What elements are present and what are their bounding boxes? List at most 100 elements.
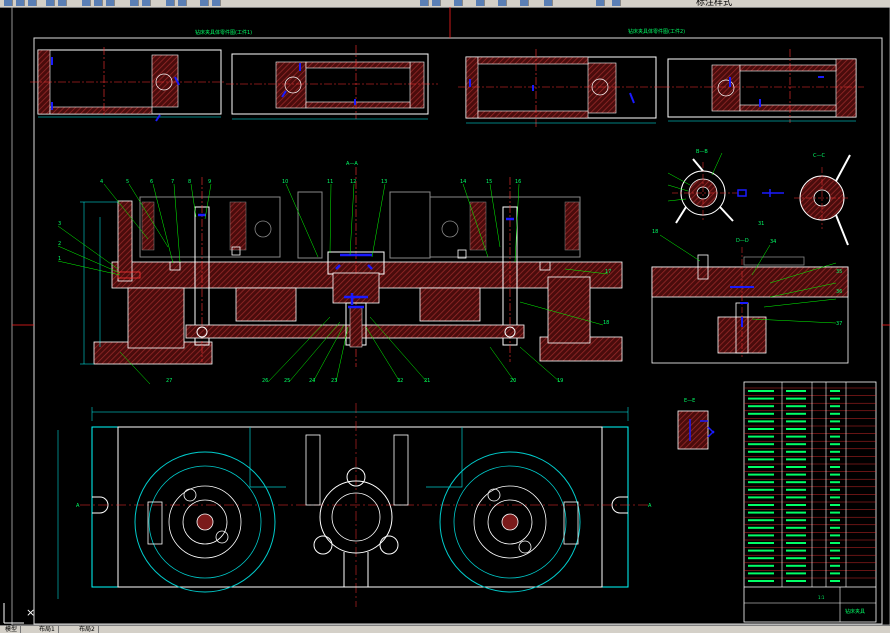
markup-icon[interactable] [498, 0, 507, 6]
title-block-entry [748, 557, 774, 560]
zoom-icon[interactable] [178, 0, 187, 6]
part-num-17: 17 [605, 269, 611, 275]
part-num-23: 23 [331, 378, 337, 384]
ucs-icon: × [3, 603, 35, 624]
title-block-entry [748, 534, 774, 537]
title-block-entry [748, 564, 774, 567]
title-block-entry [748, 405, 774, 408]
part-num-20: 20 [510, 378, 516, 384]
dim-style-label[interactable]: 标注样式 [696, 0, 733, 8]
plan-view: A A [57, 403, 652, 607]
title-block-entry [830, 519, 840, 522]
workpiece2-drawing: 钻床夹具体零件图(工件2) [458, 28, 864, 127]
title-block-entry [830, 450, 840, 453]
title-block-entry [830, 481, 840, 484]
section-aa-label: A—A [346, 161, 358, 167]
part-num-26: 26 [262, 378, 268, 384]
paste-icon[interactable] [106, 0, 115, 6]
part-num-7: 7 [171, 179, 174, 185]
layer-state-icon[interactable] [612, 0, 621, 6]
title-block-entry [786, 428, 806, 430]
tool-palette-icon[interactable] [454, 0, 463, 6]
zoom-previous-icon[interactable] [212, 0, 221, 6]
title-block-entry [830, 580, 840, 582]
assembly-front-section: A—A [57, 161, 623, 385]
title-block-entry [786, 496, 806, 499]
part-num-10: 10 [282, 179, 288, 185]
title-block-entry [786, 435, 806, 438]
open-icon[interactable] [16, 0, 25, 6]
part-num-34: 34 [770, 239, 776, 245]
calc-icon[interactable] [520, 0, 529, 6]
sheet-set-icon[interactable] [476, 0, 485, 6]
redo-icon[interactable] [142, 0, 151, 6]
title-block-entry [748, 519, 774, 522]
title-block-entry [830, 564, 840, 567]
part-num-9: 9 [208, 179, 211, 185]
detail-views: B—B C—C 31 D—D 18 34 35 36 37 E—E [651, 149, 851, 450]
part-num-14: 14 [460, 179, 466, 185]
save-icon[interactable] [28, 0, 37, 6]
toolbar: 标注样式 [0, 0, 890, 8]
inner-frame [33, 37, 883, 625]
title-block-entry [830, 504, 840, 506]
part-num-12: 12 [350, 179, 356, 185]
title-block-entry [786, 420, 806, 423]
title-block-entry [786, 534, 806, 537]
layer-icon[interactable] [596, 0, 605, 6]
title-block-entry [786, 519, 806, 522]
design-center-icon[interactable] [432, 0, 441, 6]
title-block-entry [786, 549, 806, 552]
tab-layout2[interactable]: 布局2 [76, 626, 99, 633]
part-num-21: 21 [424, 378, 430, 384]
title-block-entry [830, 473, 840, 476]
title-block-entry [786, 526, 806, 529]
pan-icon[interactable] [166, 0, 175, 6]
title-block-entry [748, 526, 774, 529]
title-block-entry [786, 557, 806, 560]
title-block-entry [830, 397, 840, 400]
title-block-entry [786, 481, 806, 484]
zoom-window-icon[interactable] [200, 0, 209, 6]
drawing-canvas[interactable]: 钻床夹具体零件图(工件1) 钻床夹具体零件图(工件2) [0, 3, 890, 626]
part-num-13: 13 [381, 179, 387, 185]
title-block-entry [748, 511, 774, 514]
help-icon[interactable] [544, 0, 553, 6]
part-num-4: 4 [100, 179, 103, 185]
workpiece2-title: 钻床夹具体零件图(工件2) [628, 28, 685, 35]
title-block-entry [786, 397, 806, 400]
undo-icon[interactable] [130, 0, 139, 6]
part-num-31: 31 [758, 221, 764, 227]
properties-icon[interactable] [420, 0, 429, 6]
plan-label-a-left: A [76, 503, 80, 509]
part-num-16: 16 [515, 179, 521, 185]
plan-label-a-right: A [648, 503, 652, 509]
title-block-entry [748, 412, 774, 415]
title-block-entry [748, 458, 774, 461]
tab-model[interactable]: 模型 [2, 626, 22, 633]
title-block-entry [830, 526, 840, 529]
workpiece1-drawing: 钻床夹具体零件图(工件1) [30, 29, 438, 122]
title-block-entry [786, 572, 806, 575]
part-num-5: 5 [126, 179, 129, 185]
part-num-25: 25 [284, 378, 290, 384]
title-block-entry [748, 572, 774, 575]
title-block-entry [830, 549, 840, 552]
preview-icon[interactable] [58, 0, 67, 6]
part-num-15: 15 [486, 179, 492, 185]
title-block-entry [830, 420, 840, 423]
new-icon[interactable] [4, 0, 13, 6]
title-block-entry [786, 443, 806, 446]
copy-icon[interactable] [94, 0, 103, 6]
tab-layout1[interactable]: 布局1 [36, 626, 59, 633]
cut-icon[interactable] [82, 0, 91, 6]
title-block-entry [830, 534, 840, 537]
workpiece1-title: 钻床夹具体零件图(工件1) [195, 29, 252, 36]
title-block-entry [830, 466, 840, 468]
title-block-entry [830, 390, 840, 392]
title-block-entry [830, 557, 840, 560]
print-icon[interactable] [46, 0, 55, 6]
title-block-entry [748, 435, 774, 438]
part-num-18: 18 [603, 320, 609, 326]
title-block-entry [786, 511, 806, 514]
